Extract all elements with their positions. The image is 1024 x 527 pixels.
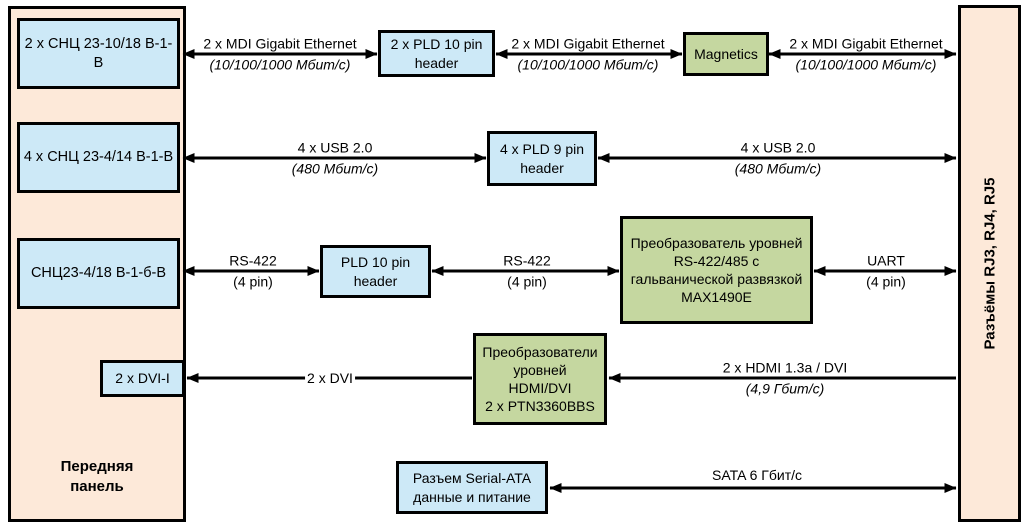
box-snc-usb: 4 х СНЦ 23-4/14 В-1-В <box>17 122 180 193</box>
box-magnetics: Magnetics <box>683 32 769 76</box>
box-hdmi-dvi-level-converter: Преобразователи уровней HDMI/DVI 2 x PTN… <box>473 333 607 425</box>
link-label-ethernet-front: 2 x MDI Gigabit Ethernet (10/100/1000 Мб… <box>203 35 357 73</box>
link-label-dvi: 2 x DVI <box>305 370 355 386</box>
link-label-usb-rear: 4 x USB 2.0 (480 Мбит/с) <box>734 139 822 177</box>
link-label-usb-front: 4 x USB 2.0 (480 Мбит/с) <box>291 139 379 177</box>
link-label-hdmi: 2 x HDMI 1.3a / DVI (4,9 Гбит/с) <box>722 359 848 397</box>
link-label-ethernet-rear: 2 x MDI Gigabit Ethernet (10/100/1000 Мб… <box>789 35 943 73</box>
link-label-uart: UART (4 pin) <box>866 252 906 290</box>
rear-panel <box>958 5 1021 522</box>
box-dvi-connector: 2 x DVI-I <box>100 360 185 397</box>
link-label-sata: SATA 6 Гбит/с <box>711 467 803 483</box>
front-panel-label: Передняя панель <box>60 458 134 496</box>
link-label-rs422-mid: RS-422 (4 pin) <box>503 252 551 290</box>
link-label-rs422-front: RS-422 (4 pin) <box>229 252 277 290</box>
box-pld10-ethernet-header: 2 x PLD 10 pin header <box>378 30 495 77</box>
box-pld9-usb-header: 4 x PLD 9 pin header <box>487 131 597 186</box>
box-serial-ata-connector: Разъем Serial-ATA данные и питание <box>396 461 548 514</box>
link-label-ethernet-mid: 2 x MDI Gigabit Ethernet (10/100/1000 Мб… <box>511 35 665 73</box>
box-pld10-rs422-header: PLD 10 pin header <box>320 245 431 298</box>
box-rs422-level-converter: Преобразователь уровней RS-422/485 с гал… <box>620 216 813 324</box>
rear-panel-label: Разъёмы RJ3, RJ4, RJ5 <box>981 177 998 350</box>
box-snc-rs422: СНЦ23-4/18 В-1-б-В <box>17 238 180 309</box>
box-snc-ethernet: 2 х СНЦ 23-10/18 В-1-В <box>17 18 180 89</box>
